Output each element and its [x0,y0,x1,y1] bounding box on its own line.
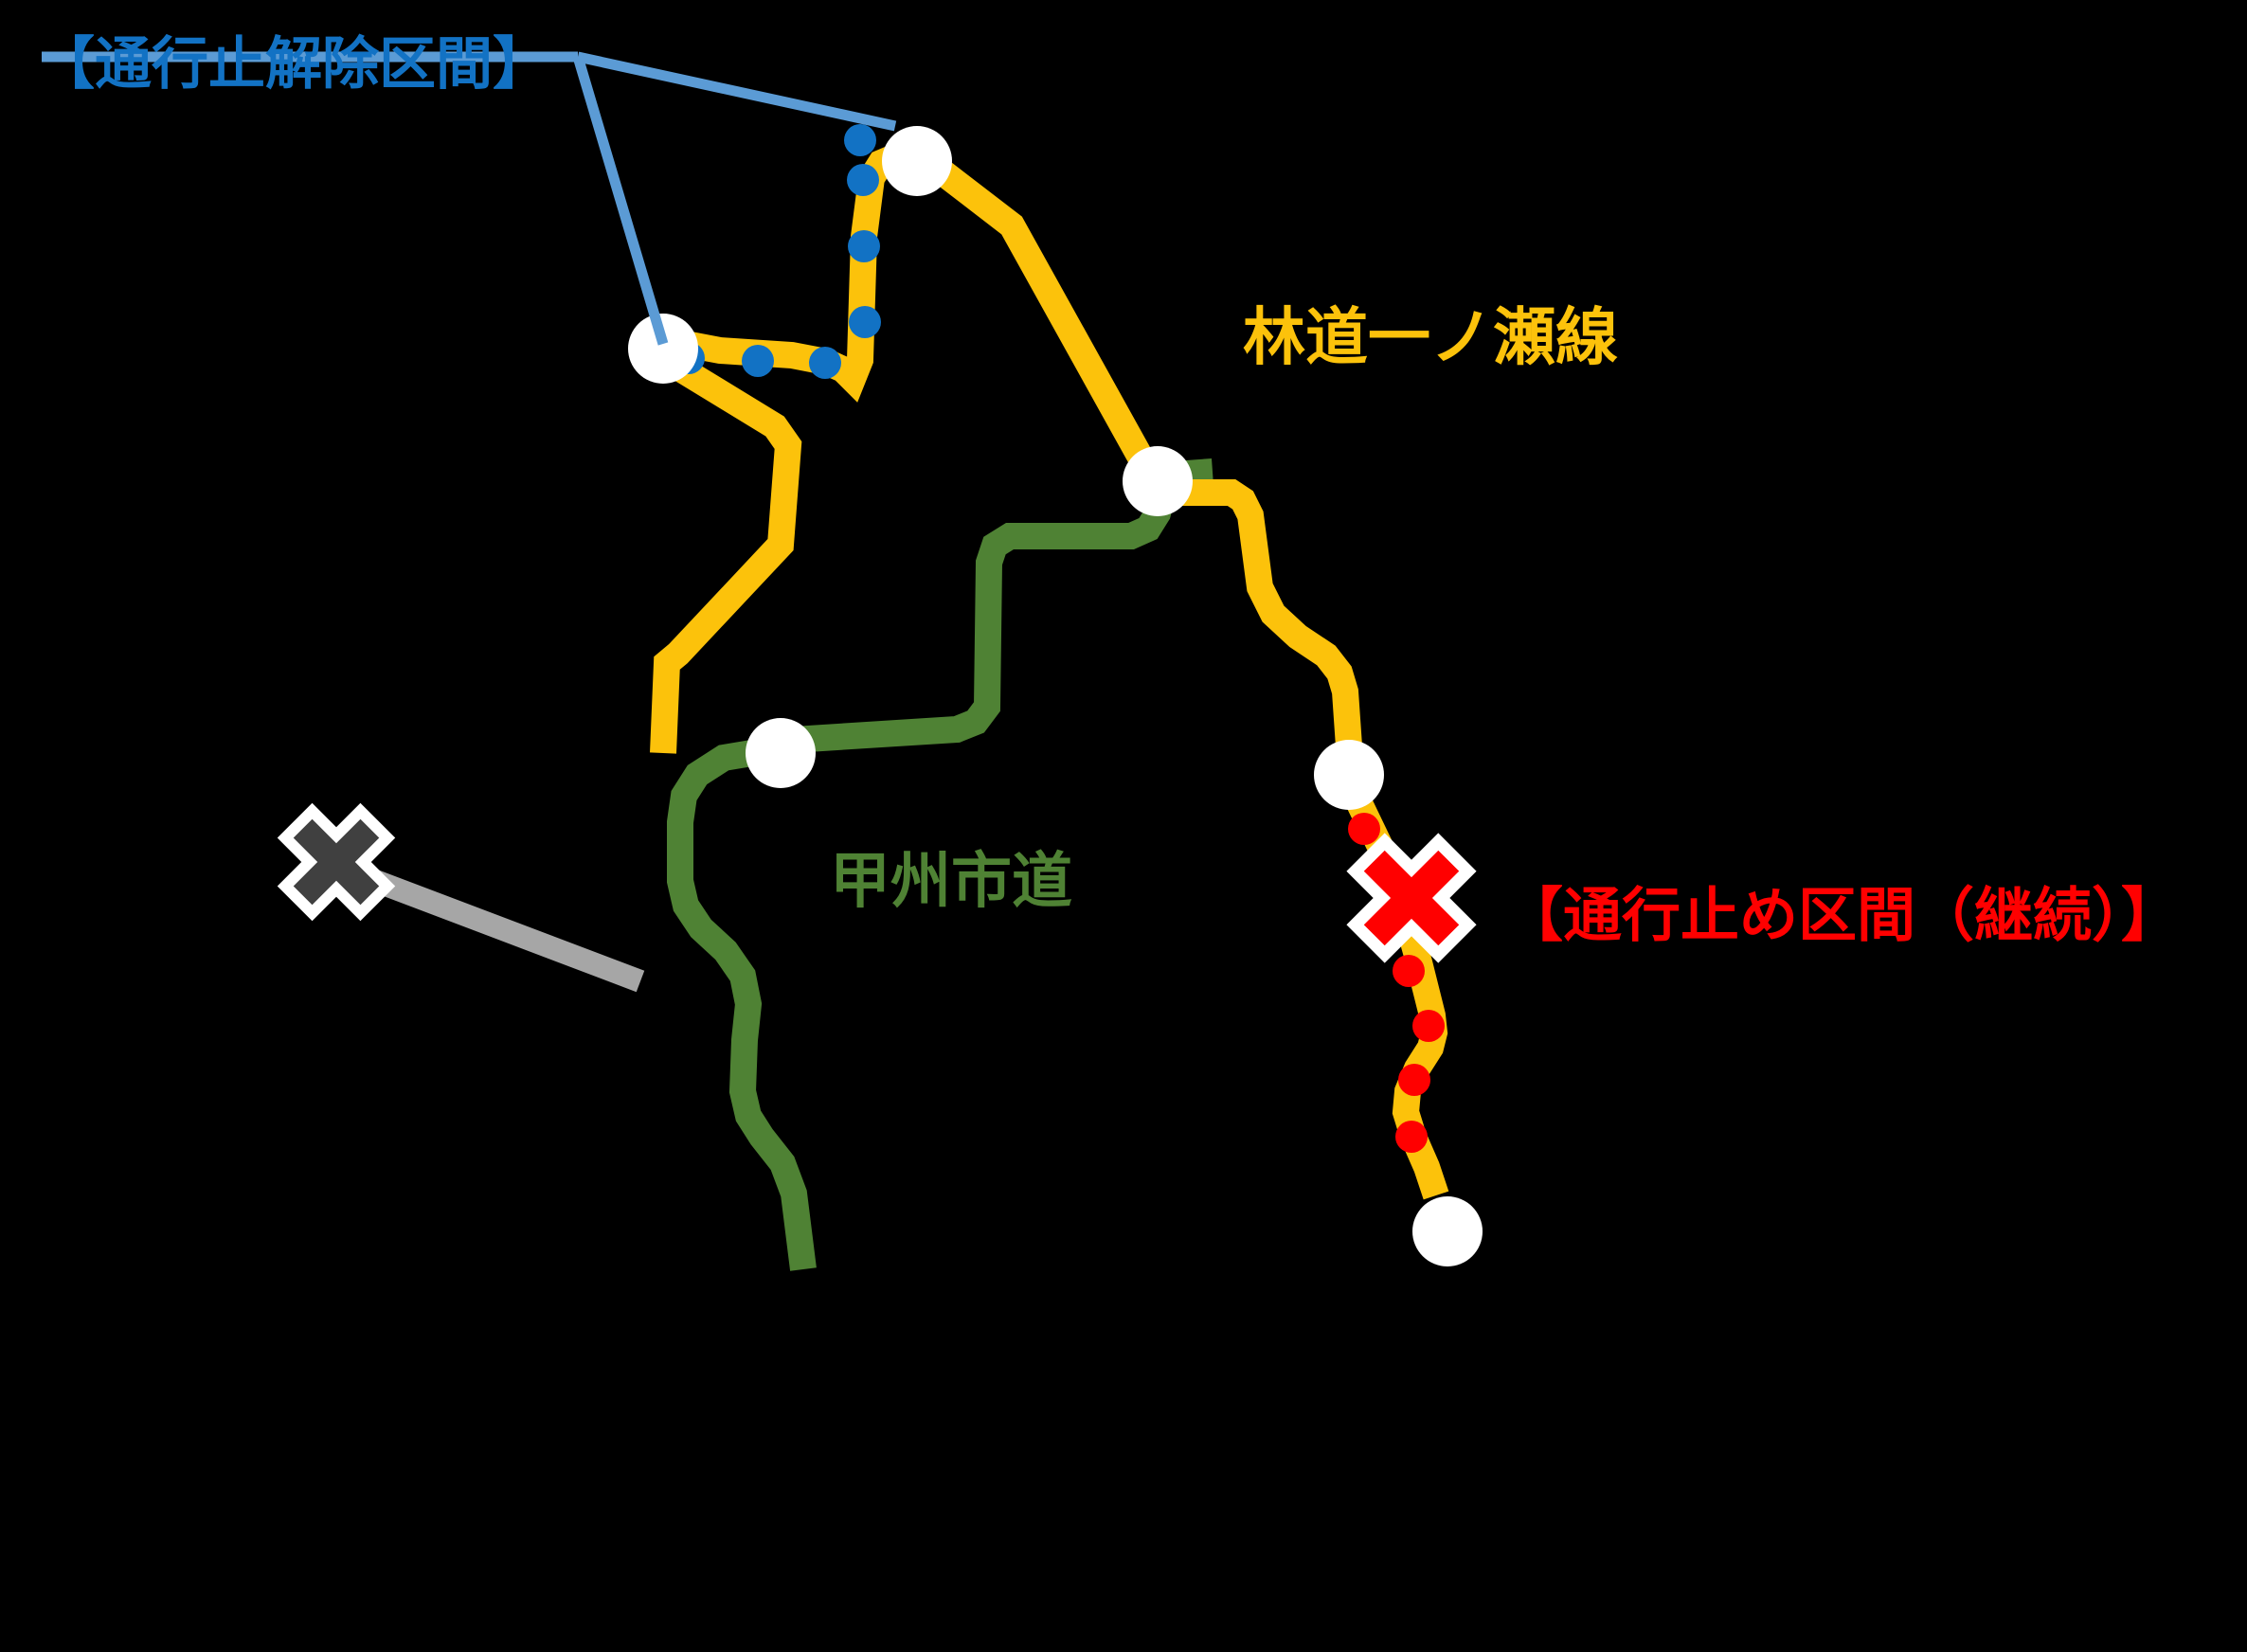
x-mark-closed-icon [1346,833,1477,963]
closed-marker-dot-2 [1412,1010,1445,1042]
closed-marker-dot-0 [1348,813,1380,845]
reopened-marker-dot-4 [848,230,880,262]
junction-node-node-top [882,126,952,196]
leader-line-branch-a [576,51,897,132]
reopened-marker-dot-5 [847,164,879,196]
x-mark-group [277,802,1477,963]
junction-node-node-mid-east [1123,446,1193,516]
reopened-section-label: 【通行止解除区間】 [38,32,549,96]
junction-node-node-west [628,314,698,384]
junction-node-node-closed-bottom [1412,1196,1483,1266]
x-mark-closed [1346,833,1477,963]
junction-node-node-center [746,718,816,788]
road-city-road-green [667,458,1213,1271]
leader-line-branch-b [572,55,669,346]
closed-marker-dot-3 [1398,1064,1430,1096]
gray-road-group [346,860,645,993]
leader-line-group [42,51,897,346]
road-gray-branch-road [346,860,645,993]
closed-marker-dot-1 [1393,955,1425,987]
junction-node-group [628,126,1483,1266]
closed-section-label: 【通行止め区間（継続）】 [1504,882,2180,948]
closed-section-markers [1348,813,1445,1153]
junction-node-node-closed-top [1314,740,1384,810]
reopened-marker-dot-6 [844,124,876,156]
reopened-marker-dot-1 [742,345,774,377]
closed-marker-dot-4 [1395,1121,1428,1153]
x-mark-gray-icon [277,802,396,922]
forest-road-label: 林道一ノ瀬線 [1243,301,1618,371]
reopened-marker-dot-2 [809,347,841,379]
city-road-label: 甲州市道 [830,847,1072,915]
green-road-group [667,458,1213,1271]
reopened-marker-dot-3 [849,306,881,338]
x-mark-gray [277,802,396,922]
